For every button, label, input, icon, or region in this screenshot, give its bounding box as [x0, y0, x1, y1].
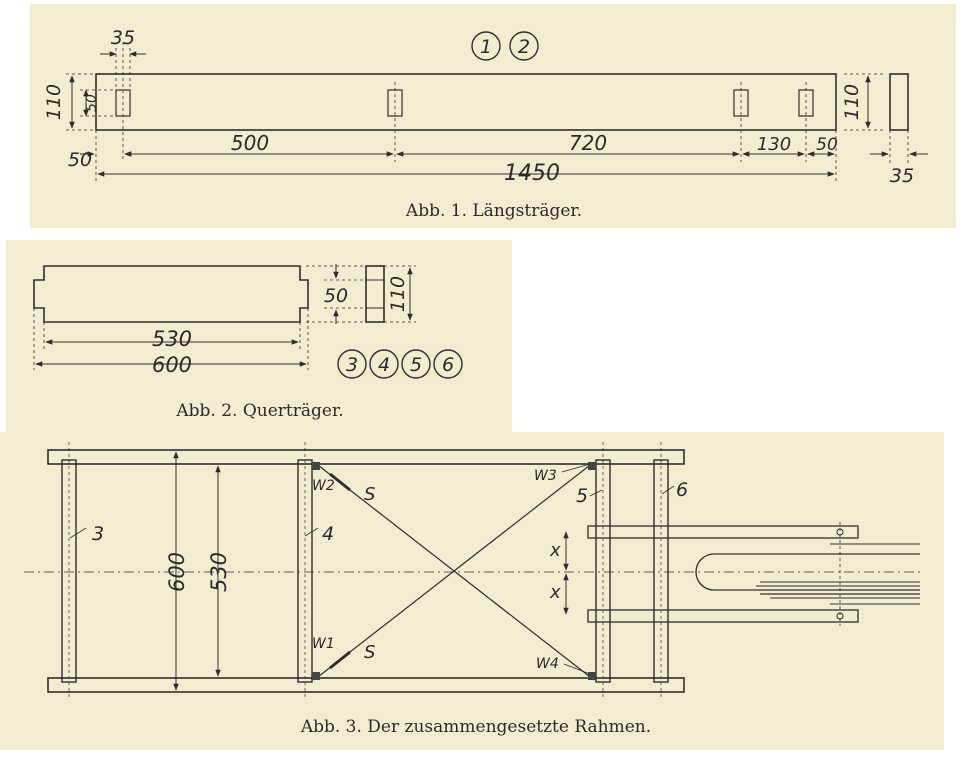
dim-height-right: 110	[841, 84, 863, 120]
turnbuckle	[329, 650, 351, 670]
figure-2-drawing: 530 600 50 110 3 4 5 6 Abb. 2. Querträge…	[33, 264, 463, 421]
part-number-1: 1	[480, 36, 492, 58]
label-w3: W3	[534, 468, 557, 484]
figure-2-panel: 530 600 50 110 3 4 5 6 Abb. 2. Querträge…	[6, 240, 512, 432]
figure-2-caption: Abb. 2. Querträger.	[175, 401, 343, 421]
dim-segment-3: 130	[757, 134, 791, 155]
dim-end-offset: 50	[816, 135, 838, 155]
figure-1-drawing: 1 2 35 110 50 50 500 720 130 50 14	[43, 27, 928, 221]
corner-block	[588, 462, 596, 470]
dim-top-offset: 35	[111, 27, 135, 49]
part-number-3: 3	[346, 354, 358, 376]
tail-wheel-housing	[695, 553, 920, 591]
tail-rail-top	[587, 525, 859, 539]
longitudinal-beam-top	[47, 449, 685, 465]
bracing-wire	[313, 461, 595, 681]
part-number-5: 5	[410, 354, 422, 376]
dim-thickness: 35	[890, 165, 914, 187]
label-w1: W1	[312, 636, 335, 652]
turnbuckle	[329, 472, 351, 492]
part-circle-1	[471, 31, 501, 61]
part-number-6: 6	[442, 354, 454, 376]
part-circle-3	[337, 349, 367, 379]
dim-height-left: 110	[43, 84, 65, 120]
part-circle-5	[401, 349, 431, 379]
label-cross-beam-5: 5	[576, 485, 588, 507]
dim-slot-height: 50	[84, 94, 100, 112]
figure-3-caption: Abb. 3. Der zusammengesetzte Rahmen.	[300, 717, 651, 737]
corner-block	[312, 672, 320, 680]
dim-inner-width: 530	[207, 552, 231, 592]
label-w4: W4	[536, 656, 559, 672]
dim-slot: 50	[324, 285, 348, 307]
longitudinal-beam	[95, 73, 837, 131]
figure-1-caption: Abb. 1. Längsträger.	[405, 201, 582, 221]
figure-3-drawing: 600 530 3 4 5 6 W2 S W1 S W3 W4 x x Abb.…	[24, 442, 920, 737]
corner-block	[312, 462, 320, 470]
dim-x-upper: x	[549, 540, 561, 561]
dim-start-offset: 50	[68, 149, 92, 171]
dim-segment-2: 720	[569, 131, 607, 155]
dim-segment-1: 500	[231, 131, 269, 155]
part-number-4: 4	[378, 354, 390, 376]
dim-inner-length: 530	[152, 327, 192, 351]
dim-total-length: 600	[152, 353, 192, 377]
label-cross-beam-3: 3	[92, 523, 104, 545]
label-cross-beam-4: 4	[322, 523, 334, 545]
dim-height: 110	[387, 276, 409, 312]
part-number-2: 2	[518, 36, 530, 58]
cross-beam-section	[365, 265, 385, 323]
figure-1-panel: 1 2 35 110 50 50 500 720 130 50 14	[30, 4, 956, 228]
cross-beam	[33, 265, 309, 323]
label-s-top: S	[364, 484, 375, 505]
corner-block	[588, 672, 596, 680]
part-circle-2	[509, 31, 539, 61]
beam-cross-section	[889, 73, 909, 131]
dim-x-lower: x	[549, 582, 561, 603]
part-circle-6	[433, 349, 463, 379]
tail-rail-bottom	[587, 609, 859, 623]
longitudinal-beam-bottom	[47, 677, 685, 693]
label-cross-beam-6: 6	[676, 479, 688, 501]
dim-total-length: 1450	[504, 161, 560, 186]
label-s-bottom: S	[364, 642, 375, 663]
part-circle-4	[369, 349, 399, 379]
dim-outer-width: 600	[165, 552, 189, 592]
label-w2: W2	[312, 478, 335, 494]
figure-3-panel: 600 530 3 4 5 6 W2 S W1 S W3 W4 x x Abb.…	[0, 432, 944, 750]
